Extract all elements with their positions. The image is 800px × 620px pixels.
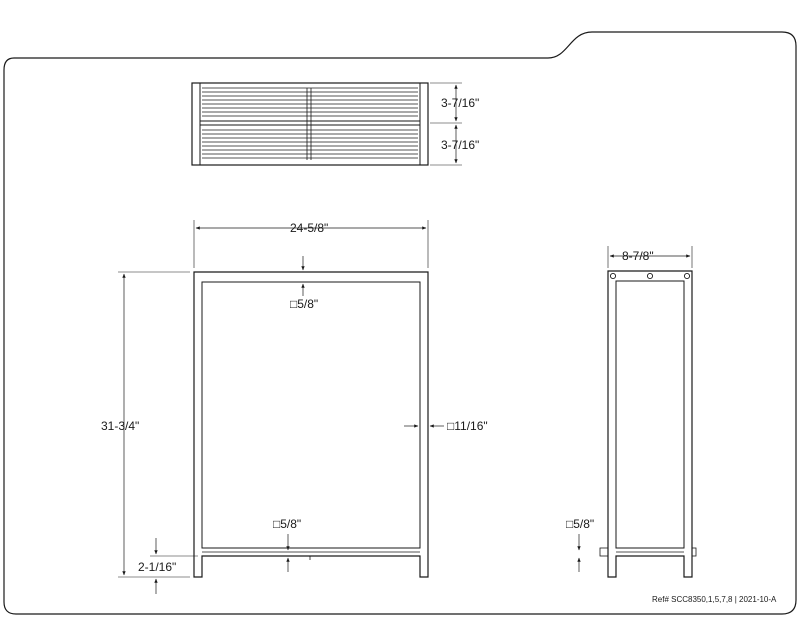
front-view-frame [193,271,429,578]
clearance-label: 2-1/16" [138,560,176,574]
side-view: 8-7/8" □5/8" [566,246,697,578]
bolt-icon [609,272,617,280]
top-view: 3-7/16" 3-7/16" [191,82,479,166]
side-view-inner-opening [615,280,685,549]
bolt-icon [683,272,691,280]
top-depth-upper-label: 3-7/16" [441,96,479,110]
front-view-inner-opening [201,281,421,549]
side-bottom-rail-label: □5/8" [566,517,594,531]
reference-note: Ref# SCC8350,1,5,7,8 | 2021-10-A [652,595,777,604]
bolt-icon [646,272,654,280]
bottom-rail-label: □5/8" [273,517,301,531]
top-rail-label: □5/8" [290,297,318,311]
side-view-frame [607,270,693,578]
front-width-label: 24-5/8" [290,221,328,235]
side-post-label: □11/16" [447,419,488,433]
top-depth-lower-label: 3-7/16" [441,138,479,152]
side-depth-label: 8-7/8" [622,249,654,263]
top-view-right-post [419,82,429,166]
top-view-outline [191,82,429,166]
sheet-border [3,31,797,615]
top-view-left-post [191,82,201,166]
top-view-lower-slats [202,129,418,159]
front-view: 24-5/8" 31-3/4" □5/8" □11/16" □5/8" 2-1/… [101,220,488,594]
front-height-label: 31-3/4" [101,419,139,433]
top-view-upper-slats [202,87,418,117]
